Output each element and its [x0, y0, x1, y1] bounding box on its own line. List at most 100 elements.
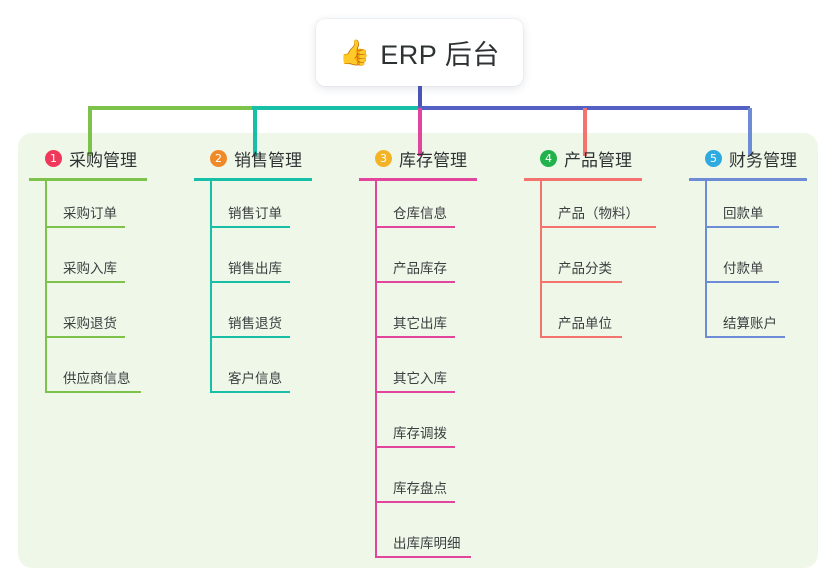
- list-item-label: 产品库存: [393, 261, 447, 276]
- thumbs-up-icon: 👍: [339, 39, 371, 67]
- list-item[interactable]: 客户信息: [194, 346, 312, 401]
- list-item-label: 采购退货: [63, 316, 117, 331]
- list-item-label: 出库库明细: [393, 536, 461, 551]
- list-item-label: 产品（物料）: [558, 206, 639, 221]
- branch-underline-2: [194, 178, 312, 181]
- branch-item-list-3: 仓库信息产品库存其它出库其它入库库存调拨库存盘点出库库明细: [359, 181, 477, 566]
- root-node[interactable]: 👍 ERP 后台: [316, 19, 523, 86]
- branch-title-4: 产品管理: [564, 151, 632, 170]
- list-item[interactable]: 出库库明细: [359, 511, 477, 566]
- list-item-underline: [210, 336, 290, 338]
- list-item-label: 其它入库: [393, 371, 447, 386]
- branch-column-4: 4 产品管理产品（物料） 产品分类产品单位: [524, 146, 656, 346]
- list-item-label: 回款单: [723, 206, 764, 221]
- list-item-label: 产品分类: [558, 261, 612, 276]
- list-item-underline: [705, 336, 785, 338]
- list-item[interactable]: 销售出库: [194, 236, 312, 291]
- list-item-label: 产品单位: [558, 316, 612, 331]
- drop-connector-3: [418, 108, 422, 156]
- list-item[interactable]: 其它出库: [359, 291, 477, 346]
- root-title: ERP 后台: [380, 40, 500, 70]
- list-item-label: 销售订单: [228, 206, 282, 221]
- list-item[interactable]: 产品（物料）: [524, 181, 656, 236]
- branch-title-5: 财务管理: [729, 151, 797, 170]
- drop-connector-5: [748, 108, 752, 156]
- list-item-label: 库存调拨: [393, 426, 447, 441]
- branch-item-list-4: 产品（物料） 产品分类产品单位: [524, 181, 656, 346]
- branch-header-2[interactable]: 2 销售管理: [194, 146, 312, 171]
- list-item-label: 仓库信息: [393, 206, 447, 221]
- branch-badge-2: 2: [210, 150, 227, 167]
- list-item[interactable]: 付款单: [689, 236, 807, 291]
- list-item[interactable]: 采购退货: [29, 291, 147, 346]
- list-item-label: 结算账户: [723, 316, 777, 331]
- drop-connector-4: [583, 108, 587, 156]
- branch-header-5[interactable]: 5 财务管理: [689, 146, 807, 171]
- list-item-underline: [210, 226, 290, 228]
- branch-badge-1: 1: [45, 150, 62, 167]
- list-item-underline: [375, 446, 455, 448]
- list-item[interactable]: 销售退货: [194, 291, 312, 346]
- list-item[interactable]: 产品库存: [359, 236, 477, 291]
- bus-segment-1: [88, 106, 254, 110]
- list-item-underline: [375, 281, 455, 283]
- list-item-underline: [705, 226, 779, 228]
- branch-title-2: 销售管理: [234, 151, 302, 170]
- list-item-underline: [540, 336, 622, 338]
- branch-trunk-2: [210, 181, 212, 393]
- list-item-label: 客户信息: [228, 371, 282, 386]
- list-item-underline: [375, 501, 455, 503]
- list-item[interactable]: 产品分类: [524, 236, 642, 291]
- list-item-underline: [210, 281, 290, 283]
- branch-trunk-3: [375, 181, 377, 558]
- branch-trunk-5: [705, 181, 707, 338]
- list-item[interactable]: 仓库信息: [359, 181, 477, 236]
- mindmap-panel: [18, 133, 818, 568]
- list-item[interactable]: 采购入库: [29, 236, 147, 291]
- drop-connector-2: [253, 108, 257, 156]
- drop-connector-1: [88, 108, 92, 156]
- branch-item-list-1: 采购订单采购入库采购退货供应商信息: [29, 181, 147, 401]
- list-item-underline: [375, 391, 455, 393]
- list-item[interactable]: 库存调拨: [359, 401, 477, 456]
- list-item[interactable]: 销售订单: [194, 181, 312, 236]
- branch-underline-1: [29, 178, 147, 181]
- list-item[interactable]: 产品单位: [524, 291, 642, 346]
- branch-badge-4: 4: [540, 150, 557, 167]
- list-item-underline: [45, 336, 125, 338]
- branch-header-1[interactable]: 1 采购管理: [29, 146, 147, 171]
- list-item[interactable]: 结算账户: [689, 291, 807, 346]
- branch-trunk-1: [45, 181, 47, 393]
- list-item-underline: [45, 226, 125, 228]
- list-item[interactable]: 其它入库: [359, 346, 477, 401]
- branch-title-1: 采购管理: [69, 151, 137, 170]
- branch-header-4[interactable]: 4 产品管理: [524, 146, 642, 171]
- branch-trunk-4: [540, 181, 542, 338]
- list-item-label: 采购入库: [63, 261, 117, 276]
- list-item-underline: [540, 226, 656, 228]
- list-item-label: 供应商信息: [63, 371, 131, 386]
- branch-column-1: 1 采购管理采购订单采购入库采购退货供应商信息: [29, 146, 147, 401]
- list-item[interactable]: 采购订单: [29, 181, 147, 236]
- list-item-underline: [375, 336, 455, 338]
- branch-underline-3: [359, 178, 477, 181]
- branch-item-list-5: 回款单付款单结算账户: [689, 181, 807, 346]
- list-item[interactable]: 供应商信息: [29, 346, 147, 401]
- branch-column-5: 5 财务管理回款单付款单结算账户: [689, 146, 807, 346]
- list-item[interactable]: 回款单: [689, 181, 807, 236]
- branch-badge-3: 3: [375, 150, 392, 167]
- list-item-label: 库存盘点: [393, 481, 447, 496]
- list-item-label: 销售出库: [228, 261, 282, 276]
- list-item-underline: [45, 281, 125, 283]
- list-item-underline: [705, 281, 779, 283]
- list-item-underline: [375, 226, 455, 228]
- branch-underline-5: [689, 178, 807, 181]
- list-item-label: 采购订单: [63, 206, 117, 221]
- list-item[interactable]: 库存盘点: [359, 456, 477, 511]
- branch-badge-5: 5: [705, 150, 722, 167]
- list-item-underline: [210, 391, 290, 393]
- list-item-underline: [45, 391, 141, 393]
